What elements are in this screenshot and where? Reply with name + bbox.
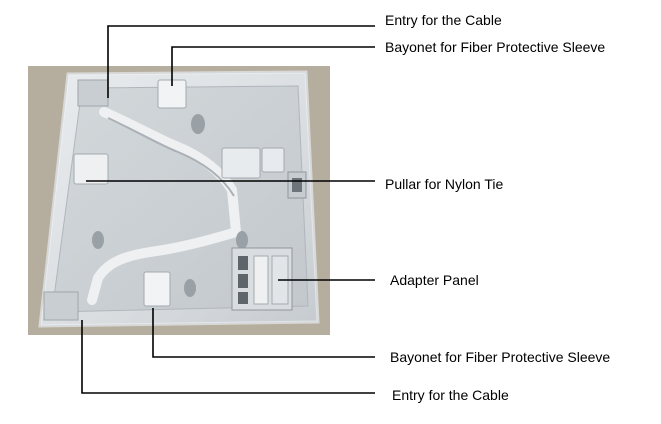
leader-bayonet-top xyxy=(171,46,375,86)
routing-channel-shadow xyxy=(107,117,235,197)
bayonet-bottom xyxy=(143,271,171,307)
adapter-panel-graphic xyxy=(231,247,293,311)
fiber-bracket xyxy=(221,147,261,179)
mount-hole xyxy=(236,231,248,249)
label-entry-bottom: Entry for the Cable xyxy=(392,387,509,403)
cable-entry-notch-bottom xyxy=(43,291,79,321)
leader-lines xyxy=(81,25,375,394)
leader-bayonet-bottom xyxy=(152,308,375,358)
mount-hole xyxy=(184,279,196,297)
label-bayonet-top: Bayonet for Fiber Protective Sleeve xyxy=(385,39,605,55)
tray-rim xyxy=(38,70,320,328)
side-clip-slot xyxy=(292,178,302,192)
label-adapter-panel: Adapter Panel xyxy=(390,272,479,288)
callout-labels: Entry for the Cable Bayonet for Fiber Pr… xyxy=(385,12,610,403)
product-photo xyxy=(28,66,330,335)
label-bayonet-bottom: Bayonet for Fiber Protective Sleeve xyxy=(390,349,610,365)
mount-hole xyxy=(191,114,205,134)
routing-channel xyxy=(87,107,242,305)
label-nylon-tie: Pullar for Nylon Tie xyxy=(385,176,503,192)
mount-hole xyxy=(92,231,104,249)
leader-entry-top xyxy=(107,25,375,98)
nylon-tie-puller xyxy=(73,153,109,185)
fiber-bracket xyxy=(261,147,285,173)
label-entry-top: Entry for the Cable xyxy=(385,12,502,28)
cable-entry-notch-top xyxy=(77,79,109,107)
leader-entry-bottom xyxy=(81,320,375,394)
